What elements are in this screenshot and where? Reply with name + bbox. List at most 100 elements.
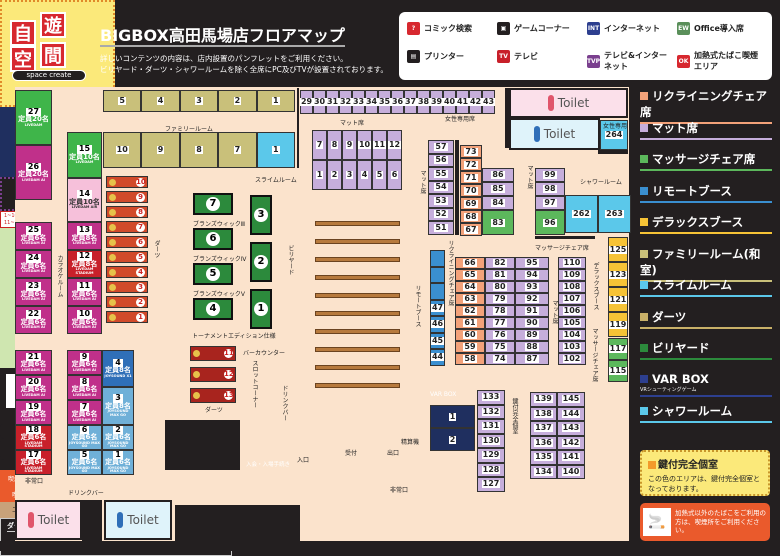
seat[interactable]: 263 [598, 195, 631, 233]
seat[interactable] [430, 250, 445, 267]
billiard-table[interactable]: 4 [193, 298, 233, 320]
seat[interactable]: 142 [557, 435, 585, 450]
seat[interactable]: 36 [390, 90, 405, 114]
seat[interactable]: 32 [338, 90, 353, 114]
seat[interactable]: 10 [357, 130, 372, 160]
seat[interactable]: 83 [482, 210, 514, 235]
darts-machine[interactable]: 5 [106, 251, 148, 263]
seat[interactable]: 139 [530, 392, 557, 407]
seat[interactable]: 34 [364, 90, 379, 114]
seat[interactable]: 55 [428, 167, 454, 181]
seat[interactable]: 2 [218, 90, 257, 112]
darts-machine[interactable]: 2 [106, 296, 148, 308]
seat[interactable]: 79 [485, 293, 515, 305]
seat[interactable]: 1 [312, 160, 327, 190]
seat[interactable]: 81 [485, 269, 515, 281]
seat[interactable]: 2 [430, 428, 475, 451]
seat[interactable]: 57 [428, 140, 454, 154]
seat[interactable]: 143 [557, 421, 585, 436]
seat[interactable]: 72 [460, 158, 482, 171]
seat[interactable]: 137 [530, 421, 557, 436]
darts-machine[interactable]: 10 [106, 176, 148, 188]
darts-machine[interactable]: 13 [190, 388, 236, 403]
seat[interactable]: 40 [442, 90, 457, 114]
darts-machine[interactable]: 9 [106, 191, 148, 203]
seat[interactable]: 141 [557, 450, 585, 465]
seat[interactable]: 102 [558, 353, 586, 365]
seat[interactable]: 2 [327, 160, 342, 190]
billiard-table[interactable]: 6 [193, 228, 233, 250]
seat[interactable]: 45 [430, 332, 445, 349]
seat[interactable]: 119 [608, 312, 628, 337]
seat[interactable]: 61 [455, 317, 485, 329]
seat[interactable]: 133 [477, 390, 505, 405]
seat[interactable]: 107 [558, 293, 586, 305]
seat[interactable]: 64 [455, 281, 485, 293]
billiard-table[interactable]: 3 [250, 195, 272, 235]
seat[interactable]: 90 [515, 317, 549, 329]
toilet-women[interactable]: Toilet [15, 500, 82, 540]
seat[interactable]: 66 [455, 257, 485, 269]
seat[interactable]: 70 [460, 184, 482, 197]
darts-machine[interactable]: 3 [106, 281, 148, 293]
seat[interactable]: 78 [485, 305, 515, 317]
seat[interactable]: 56 [428, 153, 454, 167]
seat[interactable]: 264 [600, 120, 628, 150]
seat[interactable]: 1 [430, 405, 475, 428]
seat[interactable]: 69 [460, 197, 482, 210]
darts-machine[interactable]: 6 [106, 236, 148, 248]
toilet-men[interactable]: Toilet [509, 118, 600, 150]
darts-machine[interactable]: 4 [106, 266, 148, 278]
seat[interactable]: 4 [357, 160, 372, 190]
seat[interactable]: 73 [460, 145, 482, 158]
seat[interactable]: 11 [372, 130, 387, 160]
seat[interactable]: 8 [327, 130, 342, 160]
seat[interactable]: 88 [515, 341, 549, 353]
seat[interactable]: 91 [515, 305, 549, 317]
seat[interactable]: 108 [558, 281, 586, 293]
billiard-table[interactable]: 7 [193, 193, 233, 215]
seat[interactable] [430, 283, 445, 300]
darts-machine[interactable]: 1 [106, 311, 148, 323]
seat[interactable]: 5 [372, 160, 387, 190]
seat[interactable]: 41 [455, 90, 470, 114]
seat[interactable]: 145 [557, 392, 585, 407]
seat[interactable]: 84 [482, 196, 514, 210]
seat[interactable]: 106 [558, 305, 586, 317]
billiard-table[interactable]: 2 [250, 242, 272, 282]
seat[interactable]: 98 [535, 182, 565, 196]
seat[interactable]: 60 [455, 329, 485, 341]
seat[interactable]: 10 [103, 132, 142, 168]
seat[interactable]: 31 [325, 90, 340, 114]
seat[interactable]: 96 [535, 210, 565, 235]
seat[interactable]: 129 [477, 448, 505, 463]
seat[interactable]: 135 [530, 450, 557, 465]
seat[interactable]: 29 [299, 90, 314, 114]
seat[interactable]: 9 [342, 130, 357, 160]
seat[interactable]: 127 [477, 477, 505, 492]
seat[interactable]: 89 [515, 329, 549, 341]
seat[interactable]: 30 [312, 90, 327, 114]
seat[interactable]: 3 [179, 90, 219, 112]
seat[interactable]: 115 [608, 360, 628, 382]
seat[interactable]: 128 [477, 462, 505, 477]
payment-machine[interactable] [0, 414, 20, 424]
seat[interactable]: 95 [515, 257, 549, 269]
seat[interactable]: 52 [428, 207, 454, 221]
